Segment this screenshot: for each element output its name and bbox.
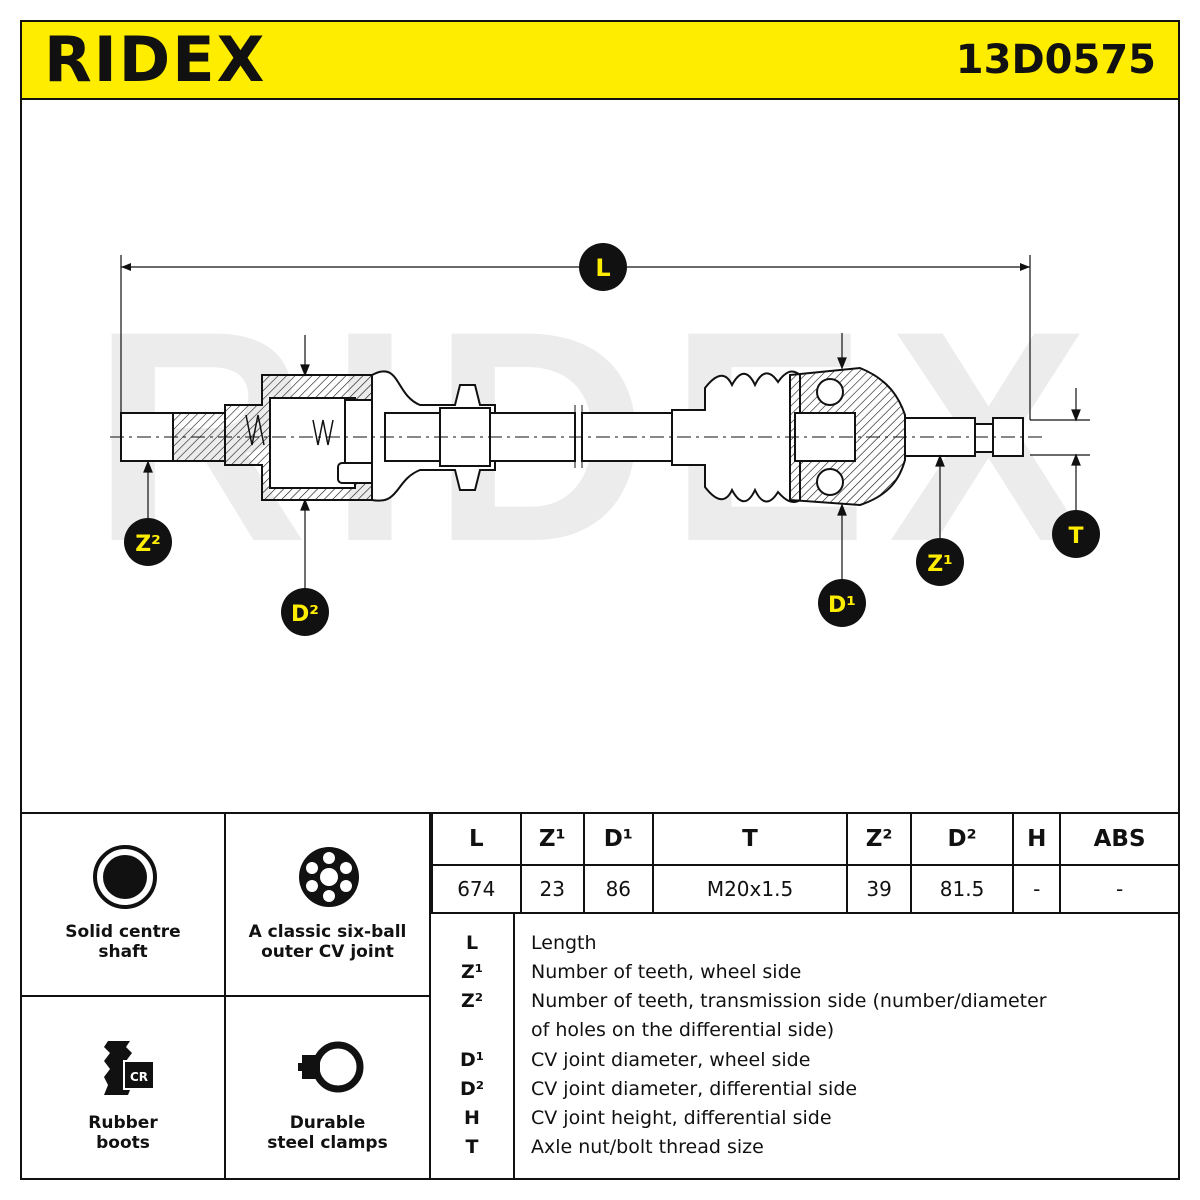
spec-header-cell: D¹ <box>582 812 654 866</box>
spec-value-cell: 86 <box>582 864 654 914</box>
legend-row: of holes on the differential side) <box>531 1019 835 1041</box>
spec-value-cell: 674 <box>431 864 522 914</box>
svg-text:T: T <box>1068 524 1083 549</box>
svg-text:Z²: Z² <box>135 532 161 557</box>
spec-header-cell: L <box>431 812 522 866</box>
header-bar <box>20 20 1180 100</box>
spec-section: L Z¹ D¹ T Z² D² H ABS 674 23 86 M20x1.5 … <box>431 812 1180 1180</box>
callout-z1: Z¹ <box>916 538 964 586</box>
callout-l: L <box>579 243 627 291</box>
callout-d1: D¹ <box>818 579 866 627</box>
feature-caption: Rubber boots <box>88 1113 158 1153</box>
spec-value-cell: 23 <box>519 864 585 914</box>
inner-joint-housing <box>224 374 391 501</box>
spec-header-cell: D² <box>909 812 1015 866</box>
feature-caption: Solid centre shaft <box>65 922 181 962</box>
spec-value-cell: - <box>1012 864 1062 914</box>
part-number: 13D0575 <box>955 37 1156 83</box>
spec-value-cell: 81.5 <box>909 864 1015 914</box>
spec-header-cell: T <box>651 812 849 866</box>
leader-lines <box>143 333 945 590</box>
spec-header-cell: Z² <box>846 812 912 866</box>
steel-clamp-icon <box>298 1041 364 1093</box>
callout-z2: Z² <box>124 518 172 566</box>
callout-t: T <box>1052 510 1100 558</box>
boot-material-badge: CR <box>130 1070 148 1084</box>
six-ball-joint-icon <box>299 847 359 907</box>
thread-dimension <box>1030 388 1090 512</box>
solid-shaft-icon <box>93 845 157 909</box>
feature-solid-shaft: Solid centre shaft <box>20 812 226 997</box>
spec-value-cell: M20x1.5 <box>651 864 849 914</box>
spec-value-cell: 39 <box>846 864 912 914</box>
spec-header-cell: H <box>1012 812 1062 866</box>
feature-six-ball-joint: A classic six-ball outer CV joint <box>226 812 431 997</box>
spec-value-row: 674 23 86 M20x1.5 39 81.5 - - <box>431 864 1180 914</box>
spec-table: L Z¹ D¹ T Z² D² H ABS 674 23 86 M20x1.5 … <box>431 812 1180 914</box>
spec-header-row: L Z¹ D¹ T Z² D² H ABS <box>431 812 1180 866</box>
svg-text:D¹: D¹ <box>828 593 856 618</box>
length-dimension <box>120 255 1031 460</box>
drive-shaft-drawing: RIDEX <box>92 243 1100 636</box>
legend-key-column <box>431 914 515 1180</box>
callout-d2: D² <box>281 588 329 636</box>
svg-text:L: L <box>595 254 610 282</box>
spec-value-cell: - <box>1059 864 1180 914</box>
rubber-boot-icon: CR <box>104 1041 155 1095</box>
brand-logo: RIDEX <box>44 23 267 96</box>
feature-steel-clamps: Durable steel clamps <box>226 997 431 1180</box>
feature-caption: A classic six-ball outer CV joint <box>248 922 407 962</box>
spec-header-cell: ABS <box>1059 812 1180 866</box>
feature-caption: Durable steel clamps <box>267 1113 388 1153</box>
svg-text:D²: D² <box>291 602 319 627</box>
svg-text:Z¹: Z¹ <box>927 552 953 577</box>
spec-header-cell: Z¹ <box>519 812 585 866</box>
feature-rubber-boots: CR Rubber boots <box>20 997 226 1180</box>
